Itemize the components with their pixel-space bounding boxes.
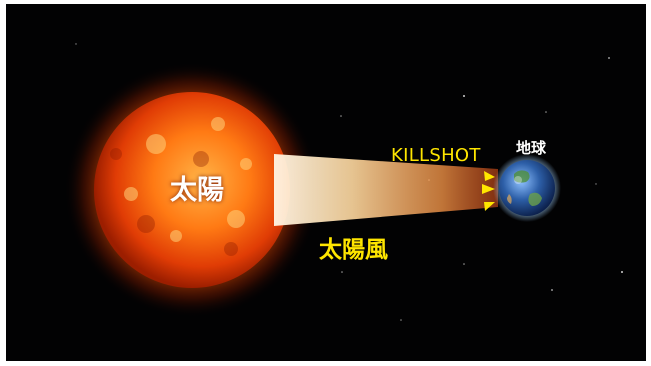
star-icon <box>400 319 402 321</box>
star-icon <box>621 271 623 273</box>
earth-label: 地球 <box>516 139 547 157</box>
star-icon <box>340 115 342 117</box>
scene-graphic <box>64 43 623 321</box>
killshot-label: KILLSHOT <box>391 145 481 166</box>
solar-wind-label: 太陽風 <box>319 237 388 263</box>
diagram-scene: 太陽 太陽風 KILLSHOT 地球 <box>6 4 646 361</box>
star-icon <box>463 95 465 97</box>
star-icon <box>75 43 77 45</box>
solar-wind-beam <box>274 154 498 226</box>
star-icon <box>595 183 597 185</box>
star-icon <box>341 271 343 273</box>
impact-arrow-icon <box>482 184 495 194</box>
star-icon <box>608 57 610 59</box>
star-icon <box>551 289 553 291</box>
earth <box>493 154 561 222</box>
impact-arrow-icon <box>484 202 495 211</box>
impact-arrow-icon <box>484 171 495 181</box>
sun-label: 太陽 <box>170 175 224 206</box>
star-icon <box>463 263 465 265</box>
star-icon <box>545 111 547 113</box>
sun <box>64 62 320 318</box>
